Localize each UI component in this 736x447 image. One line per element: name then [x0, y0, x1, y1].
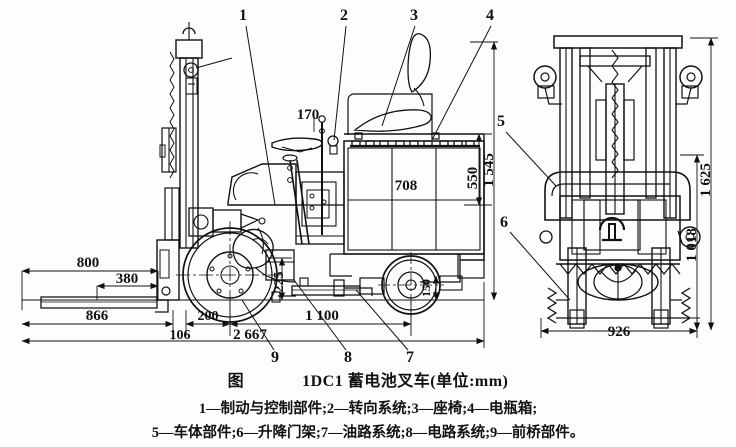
callout-3: 3	[410, 7, 418, 24]
callout-5: 5	[497, 113, 505, 130]
dim-label-708: 708	[395, 178, 418, 194]
dim-label-800: 800	[77, 255, 100, 271]
dim-label-2667: 2 667	[233, 327, 267, 343]
figure-title-text: 1DC1 蓄电池叉车(单位:mm)	[302, 373, 509, 390]
front-view	[533, 35, 703, 329]
front-view-dimension-lines	[540, 37, 718, 338]
dim-label-150: 150	[419, 279, 433, 297]
callout-8: 8	[344, 349, 352, 366]
side-view-front-axle	[188, 207, 297, 283]
side-view-body	[227, 132, 485, 291]
callout-9: 9	[271, 349, 279, 366]
figure-caption: 图 1DC1 蓄电池叉车(单位:mm)	[0, 367, 736, 391]
callout-1: 1	[239, 7, 247, 24]
legend-line-1: 1—制动与控制部件;2—转向系统;3—座椅;4—电瓶箱;	[198, 401, 538, 417]
callout-4: 4	[486, 7, 494, 24]
side-view-mast	[156, 22, 203, 301]
callout-7: 7	[406, 349, 414, 366]
dim-label-170: 170	[297, 107, 320, 123]
dim-label-225: 225	[272, 272, 287, 293]
dim-label-106: 106	[170, 328, 191, 343]
dim-label-200: 200	[198, 309, 219, 324]
side-view-dimension-lines	[21, 41, 498, 348]
dim-label-866: 866	[86, 308, 109, 324]
side-view-seat	[347, 33, 433, 135]
dim-label-1018: 1 018	[684, 228, 700, 262]
callout-leaders	[195, 25, 571, 351]
dim-label-1100: 1 100	[305, 308, 339, 324]
callout-6: 6	[500, 214, 508, 231]
side-view-hydraulics	[271, 277, 385, 303]
side-view-steering	[271, 115, 339, 245]
legend-line-2: 5—车体部件;6—升降门架;7—油路系统;8—电路系统;9—前桥部件。	[151, 425, 585, 441]
dim-label-926: 926	[608, 324, 631, 340]
dim-label-545: 1 545	[481, 153, 497, 187]
callout-2: 2	[340, 7, 348, 24]
dim-label-380: 380	[116, 271, 139, 287]
dim-label-550: 550	[465, 167, 481, 190]
figure-label: 图	[227, 373, 245, 390]
dim-label-1625: 1 625	[698, 163, 714, 197]
